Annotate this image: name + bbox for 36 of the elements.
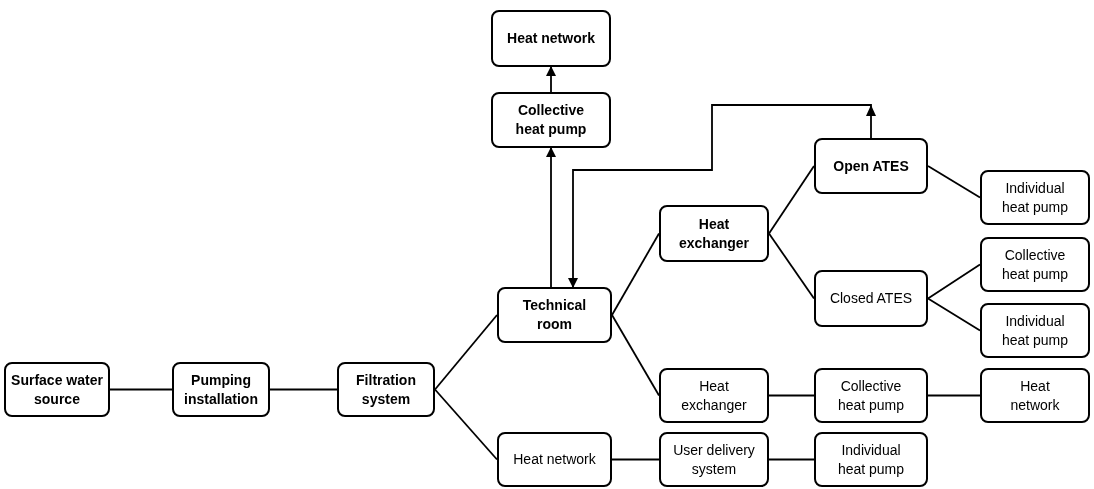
process-box: Technical room: [497, 287, 612, 343]
connector-line: [768, 394, 815, 397]
process-box: Heat exchanger: [659, 368, 769, 423]
arrow: [568, 104, 876, 288]
connector-line: [768, 232, 815, 300]
connector-line: [927, 394, 981, 397]
process-box: Heat network: [980, 368, 1090, 423]
process-box: Heat network: [491, 10, 611, 67]
connector-line: [927, 263, 981, 300]
connector-line: [611, 232, 660, 316]
process-box: Collective heat pump: [491, 92, 611, 148]
process-box: Collective heat pump: [980, 237, 1090, 292]
process-box: Surface water source: [4, 362, 110, 417]
connector-line: [434, 388, 498, 461]
process-box: Open ATES: [814, 138, 928, 194]
process-box: User delivery system: [659, 432, 769, 487]
process-box: Individual heat pump: [980, 303, 1090, 358]
connector-line: [927, 297, 981, 332]
process-box: Individual heat pump: [814, 432, 928, 487]
connector-line: [768, 458, 815, 461]
process-box: Heat network: [497, 432, 612, 487]
connector-line: [434, 314, 498, 391]
process-box: Pumping installation: [172, 362, 270, 417]
connector-line: [269, 388, 338, 391]
process-box: Closed ATES: [814, 270, 928, 327]
process-box: Heat exchanger: [659, 205, 769, 262]
arrow: [546, 66, 556, 93]
connector-line: [611, 314, 660, 397]
connector-line: [768, 165, 815, 235]
arrow: [546, 147, 556, 288]
connector-line: [109, 388, 173, 391]
process-box: Filtration system: [337, 362, 435, 417]
process-box: Collective heat pump: [814, 368, 928, 423]
process-box: Individual heat pump: [980, 170, 1090, 225]
connector-line: [611, 458, 660, 461]
connector-line: [927, 165, 981, 199]
